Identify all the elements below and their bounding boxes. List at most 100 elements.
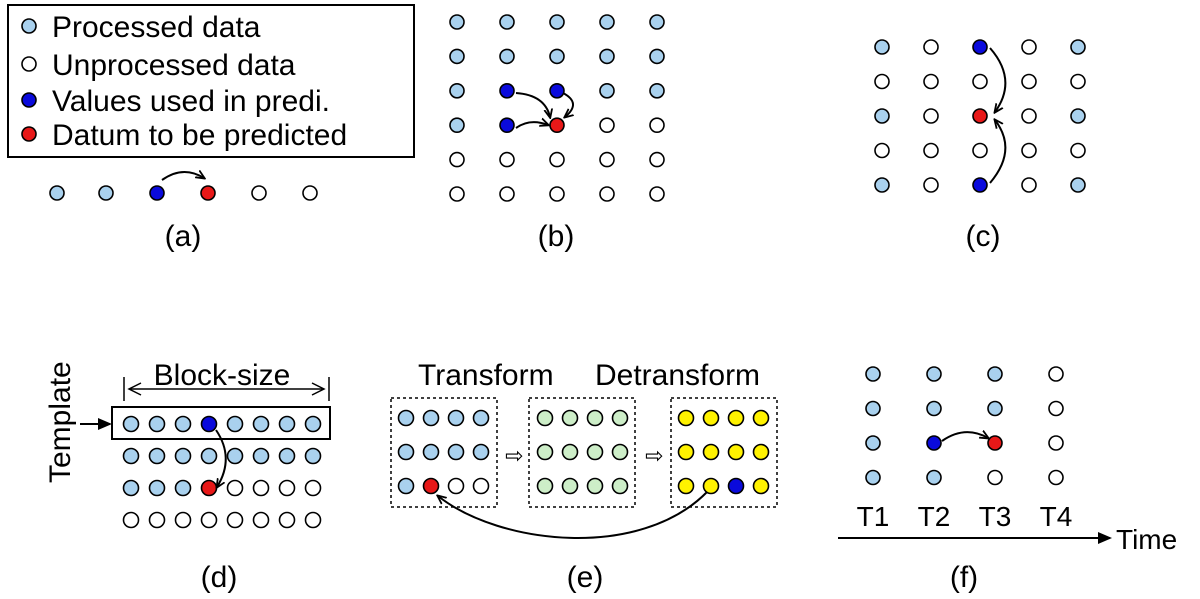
legend-swatch-predicted bbox=[21, 126, 37, 142]
unprocessed-datum bbox=[599, 117, 615, 133]
transformed-coefficient bbox=[586, 443, 604, 461]
processed-datum bbox=[987, 400, 1003, 417]
processed-datum bbox=[549, 14, 565, 30]
processed-datum bbox=[1070, 108, 1086, 124]
transformed-coefficient bbox=[561, 477, 579, 495]
unprocessed-datum bbox=[1048, 469, 1064, 486]
processed-datum bbox=[397, 477, 415, 495]
time-axis-label: Time bbox=[1116, 524, 1177, 555]
processed-datum bbox=[304, 415, 322, 433]
processed-datum bbox=[499, 48, 515, 65]
detransformed-datum bbox=[677, 477, 695, 495]
processed-datum bbox=[226, 415, 244, 433]
processed-datum bbox=[926, 469, 942, 486]
predicted-datum bbox=[972, 108, 988, 124]
legend-label-unprocessed: Unprocessed data bbox=[52, 49, 296, 82]
legend-swatch-processed bbox=[21, 18, 37, 34]
processed-datum bbox=[148, 447, 166, 465]
unprocessed-datum bbox=[302, 185, 318, 201]
unprocessed-datum bbox=[549, 151, 565, 168]
predictor-datum bbox=[727, 477, 745, 495]
panel-e-caption: (e) bbox=[567, 561, 604, 594]
detransformed-datum bbox=[752, 477, 770, 495]
panel-d-caption: (d) bbox=[201, 561, 238, 594]
unprocessed-datum bbox=[1070, 73, 1086, 90]
detransformed-datum bbox=[752, 409, 770, 427]
transformed-coefficient bbox=[611, 409, 629, 427]
transform-label: Transform bbox=[418, 359, 554, 392]
transformed-coefficient bbox=[561, 443, 579, 461]
unprocessed-datum bbox=[923, 73, 939, 90]
predictor-datum bbox=[200, 415, 218, 433]
unprocessed-datum bbox=[278, 511, 296, 529]
processed-datum bbox=[874, 177, 890, 193]
processed-datum bbox=[447, 443, 465, 461]
unprocessed-datum bbox=[1021, 73, 1037, 90]
unprocessed-datum bbox=[874, 142, 890, 159]
panel-e: Transform Detransform ⇨ ⇨ (e) bbox=[390, 359, 778, 594]
prediction-arrow bbox=[215, 429, 227, 487]
detransformed-datum bbox=[727, 409, 745, 427]
unprocessed-datum bbox=[987, 469, 1003, 486]
unprocessed-datum bbox=[226, 479, 244, 497]
predicted-datum bbox=[987, 435, 1003, 451]
panel-a: (a) bbox=[49, 172, 318, 253]
time-label-t2: T2 bbox=[918, 501, 951, 532]
processed-datum bbox=[472, 443, 490, 461]
predictor-datum bbox=[972, 177, 988, 193]
processed-datum bbox=[599, 14, 615, 30]
predictor-datum bbox=[972, 39, 988, 55]
processed-datum bbox=[122, 415, 140, 433]
transformed-coefficient bbox=[536, 443, 554, 461]
predictor-datum bbox=[149, 185, 165, 201]
processed-datum bbox=[122, 447, 140, 465]
detransformed-datum bbox=[677, 443, 695, 461]
legend-box bbox=[7, 4, 415, 158]
processed-datum bbox=[449, 117, 465, 133]
processed-datum bbox=[278, 415, 296, 433]
unprocessed-datum bbox=[472, 477, 490, 495]
panel-a-caption: (a) bbox=[165, 220, 202, 253]
transformed-coefficient bbox=[586, 477, 604, 495]
detransform-label: Detransform bbox=[595, 359, 760, 392]
unprocessed-datum bbox=[251, 185, 267, 201]
processed-datum bbox=[174, 447, 192, 465]
processed-datum bbox=[865, 400, 881, 417]
prediction-arrow bbox=[515, 92, 550, 117]
unprocessed-datum bbox=[1021, 108, 1037, 124]
unprocessed-datum bbox=[649, 151, 665, 168]
processed-datum bbox=[926, 400, 942, 417]
panel-f-caption: (f) bbox=[950, 561, 978, 594]
detransformed-datum bbox=[752, 443, 770, 461]
processed-datum bbox=[226, 447, 244, 465]
processed-datum bbox=[148, 479, 166, 497]
predicted-datum bbox=[549, 117, 565, 133]
predictor-datum bbox=[499, 83, 515, 99]
transform-arrow-icon: ⇨ bbox=[505, 443, 523, 468]
processed-datum bbox=[422, 443, 440, 461]
panel-d: Block-size Template (d) bbox=[44, 359, 331, 594]
unprocessed-datum bbox=[447, 477, 465, 495]
processed-datum bbox=[1070, 177, 1086, 193]
predictor-datum bbox=[549, 83, 565, 99]
processed-datum bbox=[174, 415, 192, 433]
processed-datum bbox=[874, 39, 890, 55]
unprocessed-datum bbox=[122, 511, 140, 529]
block-size-arrowhead-left bbox=[127, 382, 142, 396]
prediction-arrow bbox=[438, 491, 708, 539]
transformed-coefficient bbox=[611, 443, 629, 461]
unprocessed-datum bbox=[1070, 142, 1086, 159]
processed-datum bbox=[422, 409, 440, 427]
unprocessed-datum bbox=[174, 511, 192, 529]
processed-datum bbox=[449, 48, 465, 65]
prediction-arrow bbox=[562, 92, 574, 117]
legend-swatch-used bbox=[21, 92, 37, 108]
processed-datum bbox=[304, 447, 322, 465]
panel-b-caption: (b) bbox=[538, 220, 575, 253]
unprocessed-datum bbox=[252, 511, 270, 529]
processed-datum bbox=[874, 108, 890, 124]
template-box bbox=[111, 406, 331, 440]
processed-datum bbox=[865, 469, 881, 486]
processed-datum bbox=[549, 48, 565, 65]
